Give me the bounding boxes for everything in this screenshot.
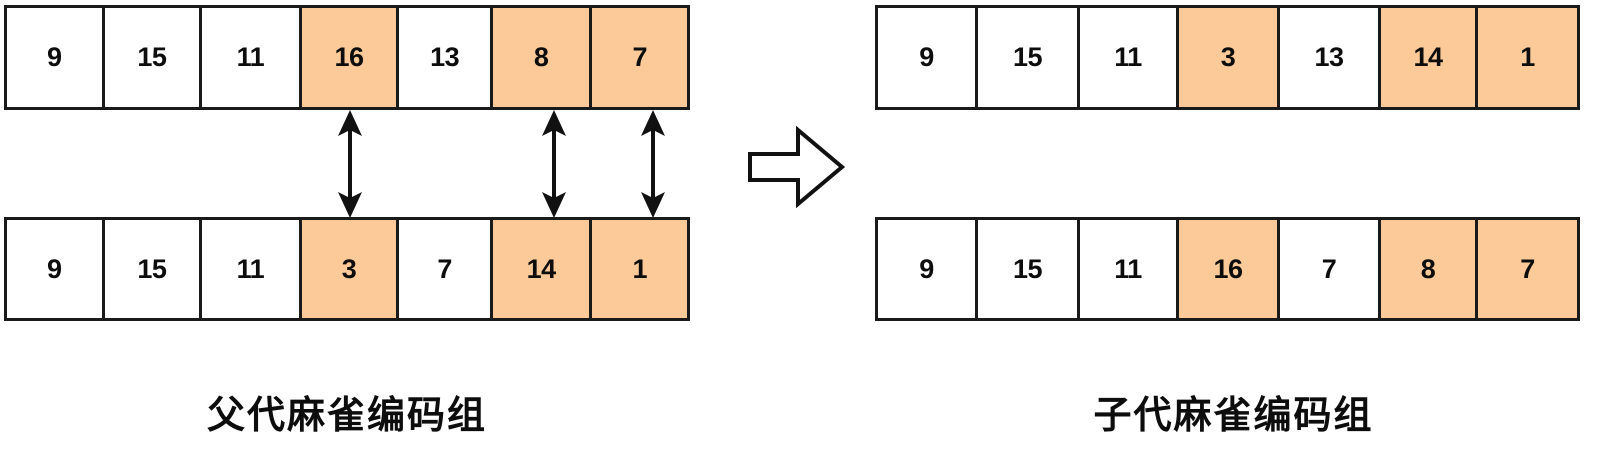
parent-caption: 父代麻雀编码组: [206, 393, 487, 437]
array-cell: 11: [199, 217, 302, 321]
array-cell: 9: [875, 5, 978, 110]
array-cell: 9: [875, 217, 978, 321]
array-cell: 7: [1277, 217, 1381, 321]
array-cell: 11: [199, 5, 302, 110]
swap-arrow-col7: [641, 110, 665, 218]
child-array-1: 9 15 11 3 13 14 1: [875, 5, 1592, 110]
array-cell: 7: [589, 5, 691, 110]
array-cell: 7: [1475, 217, 1580, 321]
parent-array-1: 9 15 11 16 13 8 7: [4, 5, 691, 110]
array-cell: 1: [1475, 5, 1580, 110]
array-cell: 16: [1176, 217, 1280, 321]
array-cell: 9: [4, 217, 105, 321]
array-cell: 8: [1378, 217, 1478, 321]
parent-array-2: 9 15 11 3 7 14 1: [4, 217, 691, 321]
array-cell: 3: [298, 217, 400, 321]
array-cell: 13: [1277, 5, 1381, 110]
array-cell: 3: [1176, 5, 1280, 110]
child-array-2: 9 15 11 16 7 8 7: [875, 217, 1592, 321]
array-cell: 15: [975, 217, 1080, 321]
swap-arrow-col4: [338, 110, 362, 218]
swap-arrow-col6: [542, 110, 566, 218]
array-cell: 15: [101, 217, 203, 321]
array-cell: 1: [589, 217, 691, 321]
array-cell: 15: [975, 5, 1080, 110]
child-caption: 子代麻雀编码组: [1093, 393, 1374, 437]
transform-arrow: [748, 126, 846, 208]
array-cell: 15: [101, 5, 203, 110]
array-cell: 7: [396, 217, 493, 321]
array-cell: 14: [1378, 5, 1478, 110]
array-cell: 13: [396, 5, 493, 110]
array-cell: 11: [1077, 5, 1179, 110]
array-cell: 14: [489, 217, 593, 321]
array-cell: 16: [298, 5, 400, 110]
array-cell: 11: [1077, 217, 1179, 321]
array-cell: 9: [4, 5, 105, 110]
array-cell: 8: [489, 5, 593, 110]
